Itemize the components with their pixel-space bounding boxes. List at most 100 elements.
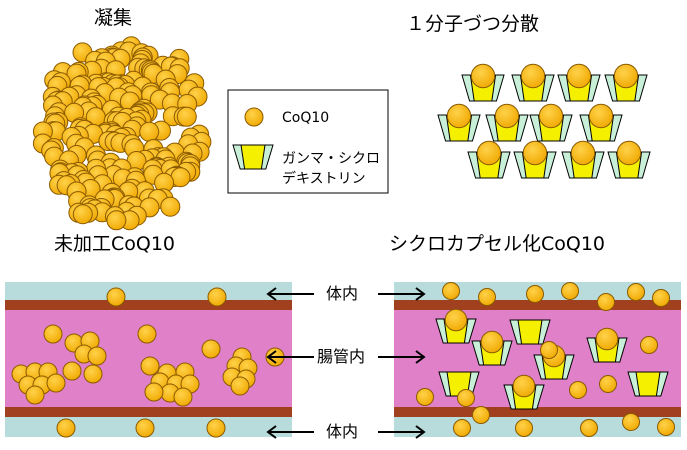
coq10-molecule [176, 106, 197, 127]
aggregated-label: 凝集 [94, 7, 132, 29]
tissue-top-left [5, 282, 292, 300]
coq10-molecule [106, 210, 127, 231]
coq10-molecule [416, 388, 434, 406]
coq10-molecule [522, 140, 548, 166]
coq10-molecule [472, 406, 490, 424]
coq10-molecule [494, 103, 520, 129]
cyclodextrin-complex [586, 327, 628, 363]
body-bottom-label: 体内 [326, 422, 358, 441]
coq10-molecule [140, 356, 160, 376]
coq10-molecule [43, 324, 63, 344]
wall-top-left [5, 300, 292, 310]
coq10-molecule [135, 418, 155, 438]
coq10-molecule [476, 140, 502, 166]
coq10-molecule [206, 418, 226, 438]
cyclodextrin-complex [485, 103, 529, 142]
encapsulated-label: シクロカプセル化CoQ10 [389, 233, 605, 255]
cyclodextrin-complex [435, 308, 477, 344]
coq10-molecule [160, 196, 181, 217]
middle-labels: 体内 腸管内 体内 [317, 284, 365, 441]
left-arrow-icon [266, 287, 314, 301]
unprocessed-label: 未加工CoQ10 [54, 233, 175, 255]
cyclodextrin-complex [437, 103, 481, 142]
coq10-molecule [569, 381, 587, 399]
legend-coq10-label: CoQ10 [282, 110, 329, 126]
coq10-molecule [173, 387, 193, 407]
coq10-molecule [566, 63, 592, 89]
cyclodextrin-complex [467, 140, 511, 179]
coq10-molecule [595, 327, 619, 351]
cyclodextrin-cavity [240, 144, 266, 170]
coq10-molecule [201, 339, 221, 359]
coq10-molecule [570, 140, 596, 166]
coq10-molecule [526, 285, 544, 303]
coq10-molecule [453, 419, 471, 437]
dispersed-label: １分子づつ分散 [406, 13, 539, 35]
coq10-molecule [446, 103, 472, 129]
body-top-label: 体内 [326, 284, 358, 303]
coq10-molecule [512, 374, 536, 398]
coq10-molecule [139, 121, 160, 142]
legend: CoQ10 ガンマ・シクロ デキストリン [227, 89, 389, 194]
coq10-molecule [652, 289, 670, 307]
cyclodextrin-complex [503, 374, 545, 410]
cyclodextrin-complex [529, 103, 573, 142]
coq10-molecule [56, 418, 76, 438]
dispersed-complexes [437, 63, 651, 179]
wall-top-right [394, 300, 681, 310]
right-arrow-icon [378, 425, 426, 439]
coq10-molecule [62, 361, 82, 381]
coq10-molecule [627, 283, 645, 301]
coq10-molecule [640, 336, 658, 354]
coq10-molecule [144, 382, 164, 402]
cyclodextrin-cavity [517, 319, 543, 345]
coq10-molecule [657, 418, 675, 436]
left-arrow-icon [266, 425, 314, 439]
coq10-molecule [520, 63, 546, 89]
coq10-molecule [230, 376, 250, 396]
right-arrow-icon [378, 350, 426, 364]
coq10-molecule [442, 282, 460, 300]
coq10-molecule [87, 346, 107, 366]
coq10-molecule [25, 385, 45, 405]
coq10-molecule [480, 330, 504, 354]
left-vessel-coq10 [11, 287, 285, 438]
wall-bottom-right [394, 407, 681, 417]
coq10-molecule [616, 140, 642, 166]
legend-box [227, 89, 389, 194]
wall-bottom-left [5, 407, 292, 417]
arrows [266, 287, 426, 439]
cyclodextrin-complex [627, 371, 669, 397]
cyclodextrin-complex [509, 319, 551, 345]
coq10-molecule [538, 103, 564, 129]
legend-cyclodextrin-icon [232, 144, 274, 170]
right-vessel-items [416, 282, 675, 437]
coq10-molecule [599, 375, 617, 393]
cyclodextrin-complex [471, 330, 513, 366]
coq10-molecule [515, 419, 533, 437]
coq10-molecule [72, 204, 93, 225]
coq10-molecule [207, 287, 227, 307]
coq10-molecule [540, 341, 558, 359]
legend-cyclodextrin-shape [232, 144, 274, 170]
coq10-molecule [457, 389, 475, 407]
cyclodextrin-complex [513, 140, 557, 179]
coq10-molecule [478, 288, 496, 306]
cyclodextrin-cavity [635, 371, 661, 397]
legend-cyclodextrin-line2: デキストリン [282, 170, 366, 187]
coq10-molecule [83, 364, 103, 384]
cyclodextrin-complex [579, 103, 623, 142]
coq10-molecule [46, 373, 66, 393]
coq10-molecule [580, 419, 598, 437]
coq10-molecule [106, 287, 126, 307]
cyclodextrin-complex [561, 140, 605, 179]
coq10-molecule [470, 63, 496, 89]
intestine-label: 腸管内 [317, 347, 365, 366]
coq10-aggregate-cluster [32, 36, 212, 231]
left-arrow-icon [266, 350, 314, 364]
cyclodextrin-complex [557, 63, 601, 102]
cyclodextrin-complex [607, 140, 651, 179]
right-arrow-icon [378, 287, 426, 301]
coq10-molecule [597, 293, 615, 311]
